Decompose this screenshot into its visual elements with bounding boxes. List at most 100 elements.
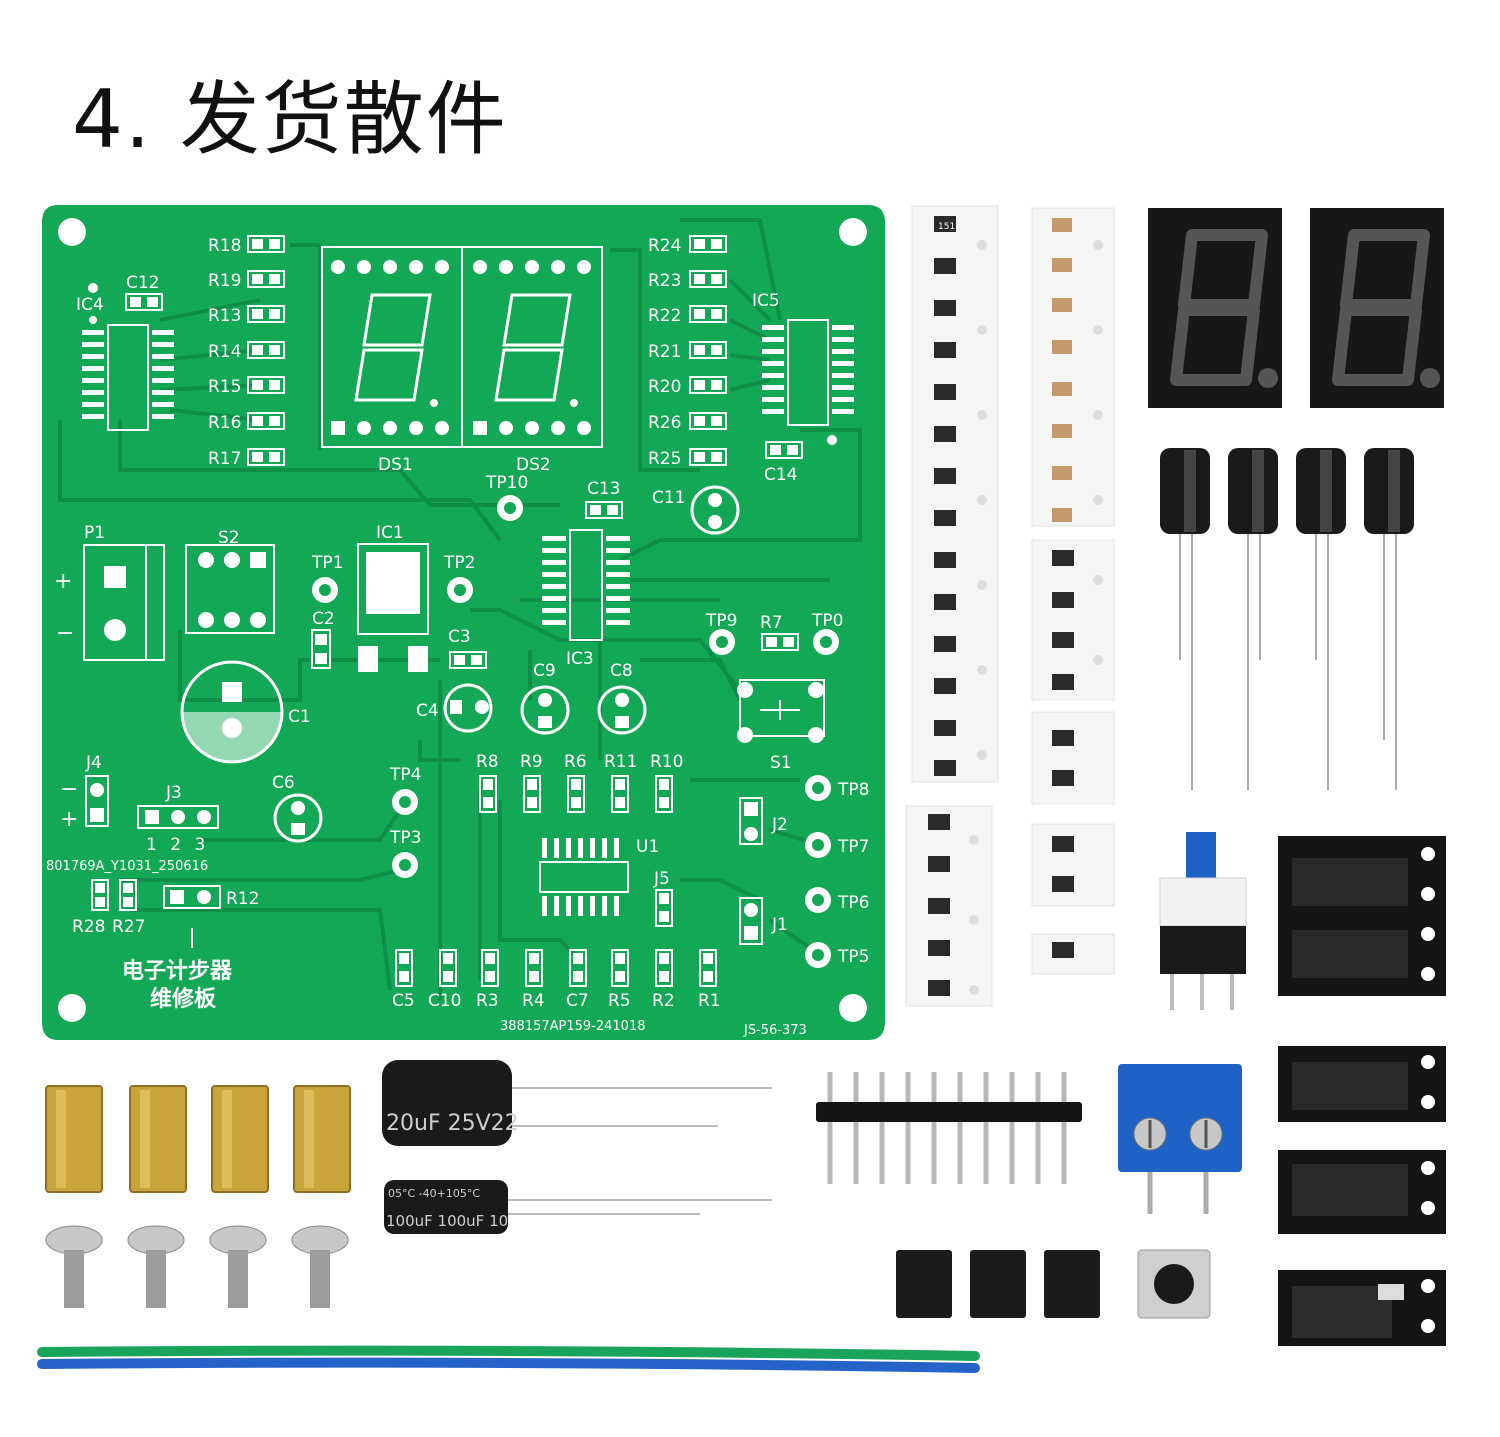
pcb-code: 388157AP159-241018 — [500, 1019, 646, 1034]
label-c4: C4 — [416, 701, 439, 721]
label-r6: R6 — [564, 752, 587, 772]
label-r1: R1 — [698, 991, 721, 1011]
small-electrolytic-capacitors — [1160, 448, 1414, 790]
label-j1-pins: 1 2 3 — [146, 835, 209, 855]
label-u1: U1 — [636, 837, 659, 857]
pin-header — [816, 1072, 1082, 1184]
label-c9: C9 — [533, 661, 556, 681]
label-r2: R2 — [652, 991, 675, 1011]
label-r12: R7 — [760, 613, 783, 633]
seven-segment-displays — [1148, 208, 1444, 408]
page-title: 4. 发货散件 — [72, 73, 508, 166]
label-r26: R26 — [648, 413, 681, 433]
screw-terminal — [1118, 1064, 1242, 1214]
label-c12: C12 — [126, 273, 160, 293]
label-r24: R24 — [648, 236, 681, 256]
ic1-footprint: IC1 — [357, 523, 429, 672]
label-p1: P1 — [84, 523, 105, 543]
label-c13: C13 — [587, 479, 621, 499]
label-c10: C10 — [428, 991, 462, 1011]
cap-print-2: 05°C -40+105°C — [388, 1187, 480, 1200]
label-r20: R20 — [648, 377, 681, 397]
label-r9: R9 — [520, 752, 543, 772]
resistor-column-right: R24 R23 R22 R21 R20 R26 R25 — [648, 235, 727, 469]
label-r14: R14 — [208, 342, 241, 362]
svg-text:−: − — [60, 777, 78, 802]
smd-tape-strips: 151 — [905, 205, 1115, 1007]
screws — [45, 1225, 349, 1308]
label-ic1: IC1 — [376, 523, 404, 543]
label-c3: C3 — [448, 627, 471, 647]
label-tp7: TP7 — [837, 837, 869, 857]
label-c2: C2 — [312, 609, 335, 629]
cap-print-1: 20uF 25V22 — [386, 1111, 519, 1136]
jumper-caps — [896, 1250, 1100, 1318]
label-c5: C5 — [392, 991, 415, 1011]
label-c8: C8 — [610, 661, 633, 681]
label-j4: R12 — [226, 889, 259, 909]
ic5-footprint: IC5 C14 — [752, 291, 854, 485]
label-r23: R23 — [648, 271, 681, 291]
label-r15: R15 — [208, 377, 241, 397]
label-c6: C6 — [272, 773, 295, 793]
label-c1: C1 — [288, 707, 311, 727]
label-ds1: DS1 — [378, 455, 413, 475]
display-footprints — [321, 246, 603, 448]
svg-text:−: − — [56, 621, 74, 646]
label-r27: R27 — [112, 917, 145, 937]
label-r16: R16 — [208, 413, 241, 433]
label-c7: C7 — [566, 991, 589, 1011]
label-r19: R19 — [208, 271, 241, 291]
label-ic5: IC5 — [752, 291, 780, 311]
label-r8: R8 — [476, 752, 499, 772]
label-tp10: TP10 — [485, 473, 528, 493]
self-locking-switch — [1159, 832, 1247, 1010]
tape-resistors-right — [928, 550, 1074, 996]
label-tp0: TP0 — [811, 611, 843, 631]
label-tp3: TP3 — [389, 828, 421, 848]
label-r18: R18 — [208, 236, 241, 256]
label-r10: R10 — [650, 752, 683, 772]
hookup-wire — [37, 1345, 980, 1373]
label-ic3: IC3 — [566, 649, 594, 669]
p1-terminal-footprint: P1 + − — [54, 523, 165, 661]
large-electrolytic-capacitors: 20uF 25V22 05°C -40+105°C 100uF 100uF 10 — [382, 1060, 772, 1234]
board-name-line2: 维修板 — [150, 986, 217, 1012]
tape-resistors-left: 151 — [934, 216, 956, 776]
label-r3: R3 — [476, 991, 499, 1011]
pcb-board: R18 R19 R13 R14 R15 R16 R17 R24 R23 R22 … — [42, 205, 885, 1040]
resistor-column-left: R18 R19 R13 R14 R15 R16 R17 — [208, 235, 285, 469]
tact-switch — [1137, 1249, 1211, 1319]
svg-text:+: + — [54, 569, 72, 594]
tape-capacitors — [1052, 218, 1072, 522]
svg-text:+: + — [60, 807, 78, 832]
label-r28: R28 — [72, 917, 105, 937]
label-tp4: TP4 — [389, 765, 421, 785]
label-r7: J5 — [653, 869, 670, 889]
label-r11: R11 — [604, 752, 637, 772]
svg-text:151: 151 — [938, 222, 955, 232]
label-j2: J1 — [771, 915, 788, 935]
c1-footprint: C1 — [180, 660, 311, 764]
cap-print-3: 100uF 100uF 10 — [386, 1212, 508, 1230]
label-r25: R25 — [648, 449, 681, 469]
label-r21: R21 — [648, 342, 681, 362]
label-tp8: TP8 — [837, 780, 869, 800]
label-r22: R22 — [648, 306, 681, 326]
s2-switch-footprint: S2 — [185, 528, 275, 634]
label-tp9: TP9 — [705, 611, 737, 631]
pcb-jscode: JS-56-373 — [743, 1023, 807, 1038]
label-j1: J3 — [165, 783, 182, 803]
board-name-line1: 电子计步器 — [122, 958, 233, 984]
label-r4: R4 — [522, 991, 545, 1011]
label-r5: R5 — [608, 991, 631, 1011]
label-j5: J4 — [85, 753, 102, 773]
label-ds2: DS2 — [516, 455, 551, 475]
pcb-serial: 801769A_Y1031_250616 — [46, 859, 208, 874]
u1-footprint: U1 — [539, 837, 659, 916]
label-s1: S1 — [770, 753, 792, 773]
label-j3: J2 — [771, 815, 788, 835]
label-tp5: TP5 — [837, 947, 869, 967]
label-ic4: IC4 — [76, 295, 104, 315]
